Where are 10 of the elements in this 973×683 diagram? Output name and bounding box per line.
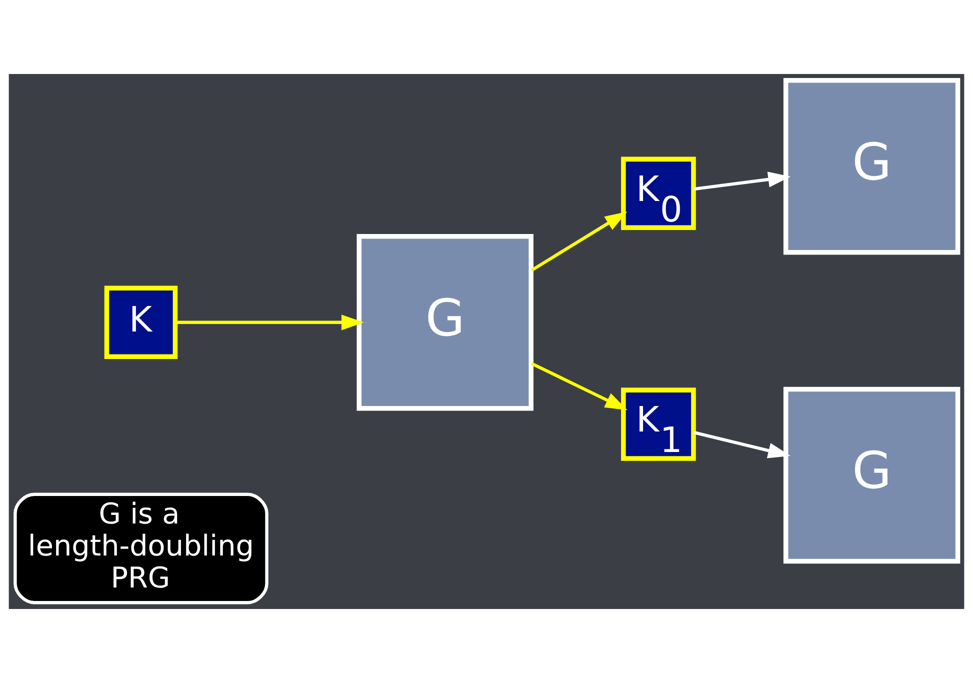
arrow <box>693 430 790 458</box>
arrow <box>530 212 628 272</box>
node-box: G <box>356 234 534 411</box>
arrow <box>694 172 791 191</box>
node-box: G <box>783 78 960 255</box>
node-box: G <box>783 386 960 564</box>
arrow <box>175 314 364 330</box>
node-box: G is a length-doubling PRG <box>14 492 268 604</box>
arrow <box>530 362 628 410</box>
node-box: K <box>104 286 178 360</box>
